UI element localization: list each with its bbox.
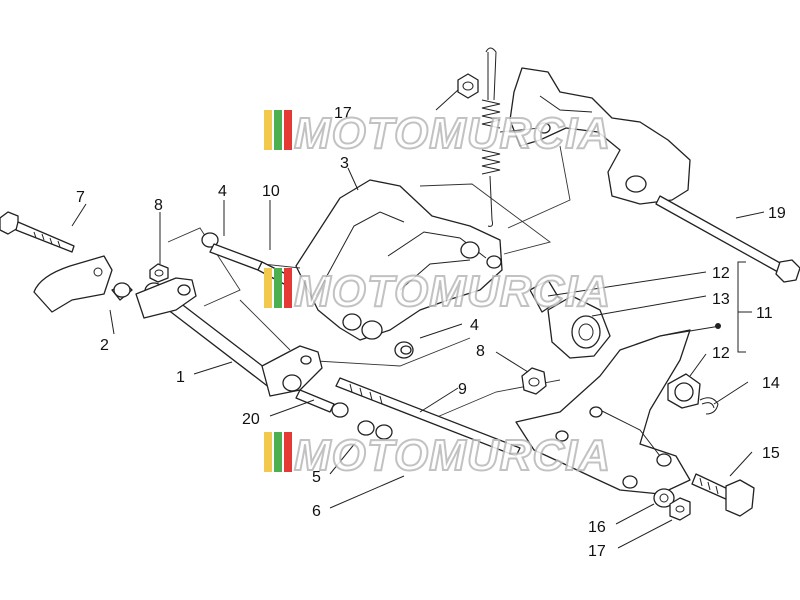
nut-left (149, 263, 169, 283)
washer-16 (653, 488, 675, 508)
watermark-middle: MOTOMURCIA (264, 266, 611, 317)
watermark-top: MOTOMURCIA (264, 108, 611, 159)
callout-19: 19 (768, 205, 786, 222)
pivot-spindle (135, 277, 323, 397)
watermark-text: MOTOMURCIA (294, 267, 611, 316)
callout-9: 9 (458, 381, 467, 398)
lower-swing-plate (515, 323, 721, 495)
watermark-stripe (284, 110, 292, 150)
frame-bracket (509, 67, 691, 205)
watermark-stripe (274, 268, 282, 308)
callout-15: 15 (762, 445, 780, 462)
callout-12-lower: 12 (712, 345, 730, 362)
callout-17-top: 17 (334, 105, 352, 122)
callout-1: 1 (176, 369, 185, 386)
callout-8-left: 8 (154, 197, 163, 214)
watermark-stripe (274, 110, 282, 150)
callout-20: 20 (242, 411, 260, 428)
watermark-stripe (264, 110, 272, 150)
callout-14: 14 (762, 375, 780, 392)
nut-17-bottom (669, 497, 691, 521)
top-nut (457, 73, 479, 99)
callout-4-upper: 4 (218, 183, 227, 200)
callout-16: 16 (588, 519, 606, 536)
watermark-stripe (284, 268, 292, 308)
watermark-stripe (284, 432, 292, 472)
callout-11: 11 (756, 305, 773, 322)
callout-17-bottom: 17 (588, 543, 606, 560)
callout-13: 13 (712, 291, 730, 308)
watermark-stripe (274, 432, 282, 472)
leader-lines (71, 89, 765, 549)
callout-2: 2 (100, 337, 109, 354)
callout-5: 5 (312, 469, 321, 486)
callout-7: 7 (76, 189, 85, 206)
tension-spring (481, 47, 541, 227)
pins-bushings (201, 232, 521, 457)
callout-3: 3 (340, 155, 349, 172)
watermark-bottom: MOTOMURCIA (264, 430, 611, 481)
bolt-15 (691, 473, 755, 517)
callout-4-lower: 4 (470, 317, 479, 334)
watermark-text: MOTOMURCIA (294, 109, 611, 158)
watermark-stripe (264, 268, 272, 308)
watermark-stripe (264, 432, 272, 472)
callout-6: 6 (312, 503, 321, 520)
callout-8-right: 8 (476, 343, 485, 360)
callout-12-upper: 12 (712, 265, 730, 282)
watermark-text: MOTOMURCIA (294, 431, 611, 480)
callout-labels: 1 2 3 4 4 5 6 7 8 8 9 10 11 12 12 13 14 … (76, 105, 786, 560)
left-mount (0, 211, 133, 313)
swing-arm-bracket (295, 179, 503, 341)
long-bolt-19 (655, 195, 800, 283)
callout-10: 10 (262, 183, 280, 200)
